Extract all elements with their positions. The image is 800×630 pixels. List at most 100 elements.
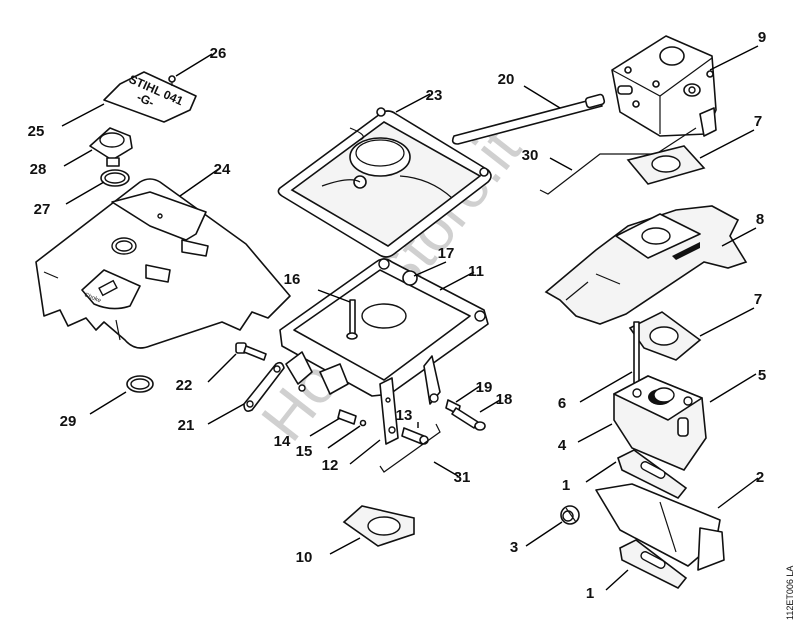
callout-19: 19 [476, 379, 493, 396]
leader-lines [61, 45, 759, 591]
leader-line-18 [479, 399, 501, 413]
leader-line-7b [699, 307, 755, 337]
part-24-shroud: Choke [35, 178, 291, 349]
part-31-rod [379, 423, 441, 473]
leader-line-28 [63, 149, 93, 167]
part-22-bolt [235, 342, 267, 361]
callout-8: 8 [756, 211, 764, 228]
leader-line-27 [65, 181, 105, 205]
callout-30: 30 [522, 147, 539, 164]
leader-line-29 [89, 391, 127, 415]
part-18-screw [451, 407, 486, 431]
callout-31: 31 [454, 469, 471, 486]
callout-1b: 1 [586, 585, 594, 602]
leader-line-8 [721, 227, 757, 247]
leader-line-24 [179, 167, 221, 197]
leader-line-6 [579, 371, 633, 403]
leader-line-21 [207, 403, 245, 425]
leader-line-10 [329, 537, 361, 555]
leader-line-12 [349, 439, 381, 465]
part-1-gasket-lower [619, 539, 688, 590]
nameplate-line2: -G- [135, 90, 157, 110]
callout-14: 14 [274, 433, 291, 450]
part-8-heat-shield [544, 205, 748, 325]
part-7-gasket-upper [626, 145, 706, 185]
callout-15: 15 [296, 443, 313, 460]
leader-line-25 [61, 103, 105, 127]
callout-29: 29 [60, 413, 77, 430]
callout-17: 17 [438, 245, 455, 262]
callout-9: 9 [758, 29, 766, 46]
callout-28: 28 [30, 161, 47, 178]
part-12-lever [379, 377, 399, 445]
callout-labels: 2625282724232097308161711722212919181314… [28, 29, 767, 602]
leader-line-19 [455, 385, 481, 403]
part-27-ring [100, 169, 130, 187]
part-16-stud [346, 299, 358, 340]
callout-10: 10 [296, 549, 313, 566]
part-14-spring [337, 409, 357, 425]
leader-line-30 [549, 157, 573, 171]
part-13-pin [401, 427, 429, 445]
callout-7b: 7 [754, 291, 762, 308]
leader-line-23 [395, 93, 431, 113]
leader-line-17 [413, 261, 447, 277]
part-1-gasket-upper [617, 449, 688, 500]
callout-23: 23 [426, 87, 443, 104]
leader-line-1a [585, 461, 617, 483]
leader-line-11 [439, 271, 475, 291]
callout-1a: 1 [562, 477, 570, 494]
leader-line-5 [709, 373, 757, 403]
callout-11: 11 [468, 263, 484, 280]
callout-6: 6 [558, 395, 566, 412]
leader-line-15 [327, 425, 361, 449]
part-5-screw [677, 417, 689, 437]
part-3-plug [560, 505, 580, 525]
leader-line-7a [699, 129, 755, 159]
callout-18: 18 [496, 391, 513, 408]
part-21-link [243, 361, 285, 412]
part-15-ball [359, 419, 367, 427]
callout-26: 26 [210, 45, 227, 62]
callout-5: 5 [758, 367, 766, 384]
leader-line-9 [709, 45, 759, 71]
callout-16: 16 [284, 271, 301, 288]
callout-22: 22 [176, 377, 193, 394]
part-30-wire [539, 127, 697, 195]
callout-27: 27 [34, 201, 51, 218]
leader-line-3 [525, 521, 563, 547]
leader-line-1b [605, 569, 629, 591]
leader-line-2 [717, 477, 759, 509]
callout-20: 20 [498, 71, 515, 88]
callout-24: 24 [214, 161, 231, 178]
callout-12: 12 [322, 457, 339, 474]
leader-line-22 [207, 353, 237, 383]
callout-2: 2 [756, 469, 764, 486]
reference-code: 112ET006 LA [785, 566, 795, 620]
part-25-nameplate: STIHL 041 -G- [103, 71, 197, 123]
part-10-gasket [342, 505, 415, 547]
part-20-rod [451, 93, 606, 145]
leader-line-16 [317, 289, 351, 303]
part-4-manifold [613, 375, 707, 471]
callout-13: 13 [396, 407, 413, 424]
callout-21: 21 [178, 417, 195, 434]
leader-line-31 [433, 461, 459, 477]
callout-7a: 7 [754, 113, 762, 130]
callout-4: 4 [558, 437, 567, 454]
leader-line-14 [309, 417, 341, 437]
part-9-carburetor [611, 35, 717, 137]
part-23-air-filter [277, 107, 492, 258]
part-2-muffler [595, 483, 725, 571]
part-11-base-plate [279, 258, 489, 405]
part-7-gasket-lower [628, 311, 702, 361]
leader-line-26 [175, 53, 213, 77]
part-26-screw [168, 75, 176, 86]
part-28-cap [89, 127, 133, 167]
callout-3: 3 [510, 539, 518, 556]
part-29-clip [126, 375, 154, 393]
callout-25: 25 [28, 123, 45, 140]
leader-line-20 [523, 85, 561, 109]
leader-line-4 [577, 423, 613, 443]
